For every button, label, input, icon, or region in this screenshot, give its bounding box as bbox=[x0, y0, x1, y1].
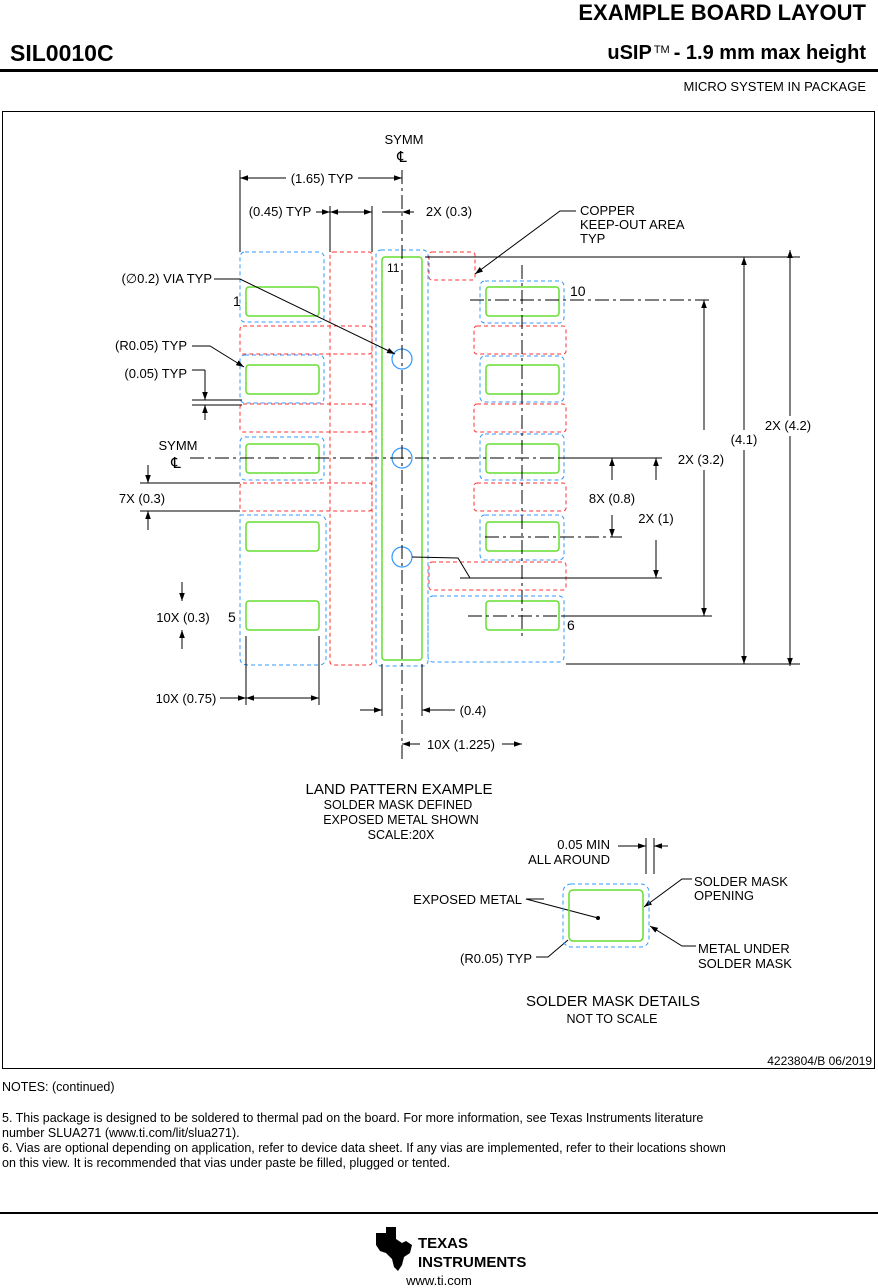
dim-8x-0-8: 8X (0.8) bbox=[589, 491, 635, 506]
sm-opening-line2: OPENING bbox=[694, 888, 754, 903]
dim-10x-1-225: 10X (1.225) bbox=[427, 737, 495, 752]
pin-5-label: 5 bbox=[228, 609, 236, 625]
centerline-left-symbol: ℄ bbox=[170, 455, 181, 472]
dim-10x-0-75: 10X (0.75) bbox=[156, 691, 217, 706]
svg-text:ti: ti bbox=[389, 1244, 395, 1254]
copper-keepout-areas bbox=[239, 251, 567, 666]
pin-6-label: 6 bbox=[567, 617, 575, 633]
brand-line1: TEXAS bbox=[418, 1235, 468, 1252]
trademark: TM bbox=[653, 44, 670, 56]
dim-0-4: (0.4) bbox=[460, 703, 487, 718]
notes-heading: NOTES: (continued) bbox=[2, 1080, 115, 1094]
land-pattern-line1: SOLDER MASK DEFINED bbox=[324, 798, 473, 812]
sm-r005-label: (R0.05) TYP bbox=[460, 951, 532, 966]
land-pattern-title: LAND PATTERN EXAMPLE bbox=[306, 781, 493, 798]
d005-label: (0.05) TYP bbox=[124, 366, 187, 381]
extension-lines bbox=[140, 170, 800, 716]
pin-10-label: 10 bbox=[570, 283, 586, 299]
package-code: SIL0010C bbox=[10, 40, 114, 66]
note-5-line1: 5. This package is designed to be solder… bbox=[2, 1111, 704, 1125]
sm-min-label: 0.05 MIN bbox=[557, 837, 610, 852]
texas-state-icon bbox=[376, 1227, 412, 1271]
copper-keepout-line2: KEEP-OUT AREA bbox=[580, 217, 685, 232]
pin-11-label: 11 bbox=[387, 261, 400, 275]
dim-2x-3-2: 2X (3.2) bbox=[678, 452, 724, 467]
sm-exposed-label: EXPOSED METAL bbox=[413, 892, 522, 907]
package-name: uSIP bbox=[607, 42, 652, 64]
sm-title: SOLDER MASK DETAILS bbox=[526, 993, 700, 1010]
pad-2 bbox=[245, 364, 320, 395]
sm-opening-line1: SOLDER MASK bbox=[694, 874, 788, 889]
via-label: (∅0.2) VIA TYP bbox=[121, 271, 212, 286]
sm-metal-under-line2: SOLDER MASK bbox=[698, 956, 792, 971]
solder-mask-detail bbox=[562, 883, 650, 948]
centerline-top-symbol: ℄ bbox=[396, 149, 407, 166]
symm-left-label: SYMM bbox=[159, 438, 198, 453]
copper-keepout-line3: TYP bbox=[580, 231, 605, 246]
package-description: - 1.9 mm max height bbox=[673, 42, 866, 64]
footer-url[interactable]: www.ti.com bbox=[406, 1273, 472, 1288]
document-reference: 4223804/B 06/2019 bbox=[767, 1054, 872, 1068]
pad-5 bbox=[245, 600, 320, 631]
drawing-labels: SYMM ℄ (1.65) TYP (0.45) TYP 2X (0.3) CO… bbox=[115, 132, 872, 1068]
pad-4 bbox=[245, 521, 320, 552]
dim-1-65: (1.65) TYP bbox=[291, 171, 354, 186]
header-rule bbox=[0, 69, 878, 72]
note-6-line1: 6. Vias are optional depending on applic… bbox=[2, 1141, 726, 1155]
dim-4-1: (4.1) bbox=[731, 432, 758, 447]
centerlines bbox=[190, 170, 712, 760]
dimension-lines bbox=[145, 175, 793, 747]
dim-7x-0-3: 7X (0.3) bbox=[119, 491, 165, 506]
copper-keepout-line1: COPPER bbox=[580, 203, 635, 218]
r005-label: (R0.05) TYP bbox=[115, 338, 187, 353]
dim-2x-0-3: 2X (0.3) bbox=[426, 204, 472, 219]
pin-1-label: 1 bbox=[233, 293, 241, 309]
dim-2x-4-2: 2X (4.2) bbox=[765, 418, 811, 433]
dim-0-45: (0.45) TYP bbox=[249, 204, 312, 219]
land-pattern-drawing: SYMM ℄ (1.65) TYP (0.45) TYP 2X (0.3) CO… bbox=[115, 132, 872, 1068]
drawing-frame bbox=[2, 111, 875, 1069]
land-pattern-scale: SCALE:20X bbox=[368, 828, 435, 842]
sm-scale: NOT TO SCALE bbox=[566, 1012, 657, 1026]
sm-around-label: ALL AROUND bbox=[528, 852, 610, 867]
note-5-line2: number SLUA271 (www.ti.com/lit/slua271). bbox=[2, 1126, 240, 1140]
package-type: MICRO SYSTEM IN PACKAGE bbox=[683, 79, 866, 94]
sm-metal-under-line1: METAL UNDER bbox=[698, 941, 790, 956]
pad-1 bbox=[245, 286, 320, 317]
footer-rule bbox=[0, 1212, 878, 1214]
note-6-line2: on this view. It is recommended that via… bbox=[2, 1156, 451, 1170]
symm-top-label: SYMM bbox=[385, 132, 424, 147]
land-pattern-line2: EXPOSED METAL SHOWN bbox=[323, 813, 479, 827]
dim-2x-1: 2X (1) bbox=[638, 511, 673, 526]
texas-instruments-logo: ti TEXAS INSTRUMENTS bbox=[376, 1227, 526, 1271]
page-title: EXAMPLE BOARD LAYOUT bbox=[578, 0, 866, 25]
dim-10x-0-3: 10X (0.3) bbox=[156, 610, 209, 625]
brand-line2: INSTRUMENTS bbox=[418, 1254, 526, 1271]
leader-lines bbox=[192, 210, 696, 958]
